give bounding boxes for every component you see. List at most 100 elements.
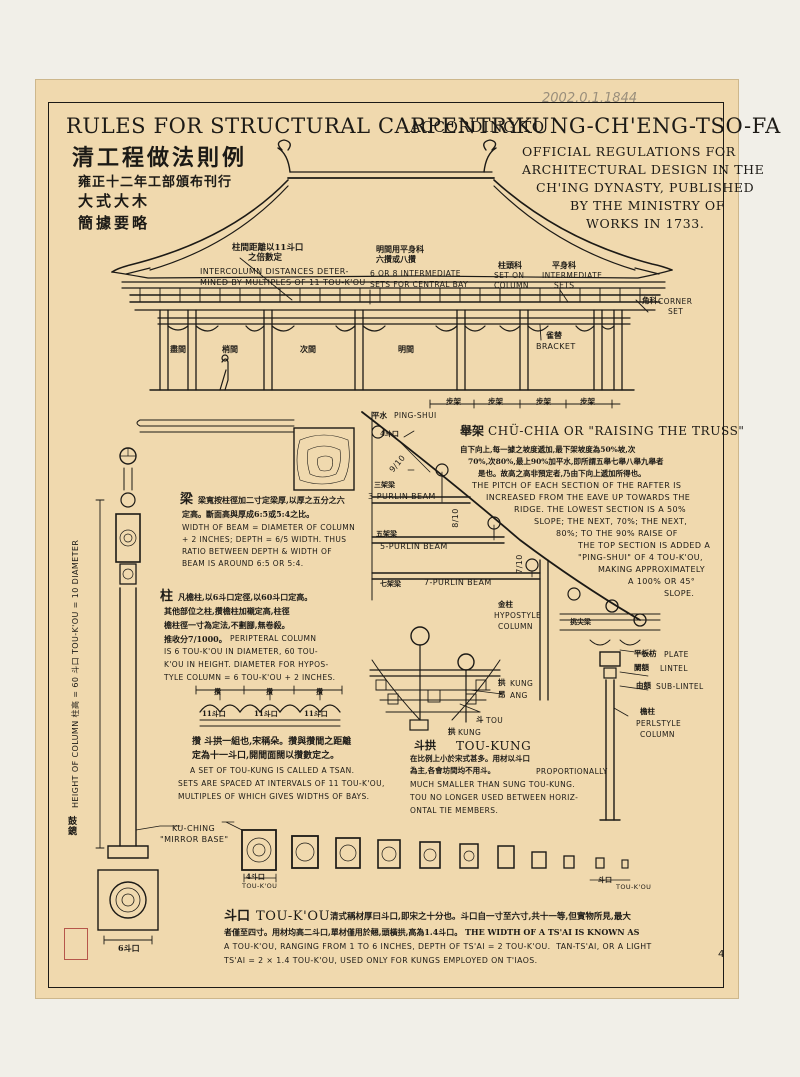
scale-tk-label-small: TOU-K'OU	[616, 883, 652, 891]
tou-kung-en-line: PROPORTIONALLY	[536, 767, 608, 776]
pitch-80: 8/10	[450, 508, 460, 528]
kung-en: KUNG	[510, 679, 534, 688]
bay-label-secondary: 次間	[300, 344, 316, 354]
tou-kou-scale[interactable]	[221, 821, 631, 883]
column-cn-line: 凡檐柱,以6斗口定徑,以60斗口定高。	[178, 592, 313, 602]
plate-cn: 平板枋	[634, 649, 657, 658]
tsan-marker: 攢	[214, 687, 221, 696]
eave-structure	[539, 559, 661, 821]
purlin-7-cn: 七架梁	[380, 579, 401, 588]
chu-chia-en-line: THE TOP SECTION IS ADDED A	[578, 541, 711, 550]
chu-chia-cn-line: 自下向上,每一據之坡度遞加,最下架坡度為50%坡,次	[460, 445, 636, 454]
official-line: CH'ING DYNASTY, PUBLISHED	[536, 180, 755, 195]
step-label: 步架	[446, 397, 461, 406]
inter-sets-en-1: INTERMEDIATE	[542, 271, 603, 280]
tou-kou-heading-cn: 斗口	[224, 909, 251, 924]
scale-tk-label: TOU-K'OU	[242, 882, 278, 890]
tsan-spacing	[195, 685, 343, 727]
tsan-spacing: 11斗口	[202, 709, 226, 718]
bay-label-side: 梢間	[222, 344, 238, 354]
step-label: 步架	[488, 397, 503, 406]
tou-kung-cn-2: 為主,各會坊間均不用斗。	[410, 766, 496, 775]
step-label: 步架	[536, 397, 551, 406]
central-en-1: 6 OR 8 INTERMEDIATE	[370, 269, 461, 278]
chinese-subtitle-1: 雍正十二年工部頒布刊行	[78, 175, 233, 190]
tsan-cn-2: 定為十一斗口,開間面闊以攢數定之。	[192, 751, 340, 761]
tsan-en-line: SETS ARE SPACED AT INTERVALS OF 11 TOU-K…	[178, 779, 385, 788]
tou-en: TOU	[486, 716, 504, 725]
tsan-en-line: A SET OF TOU-KUNG IS CALLED A TSAN.	[190, 766, 355, 775]
tou-kung-en-line: MUCH SMALLER THAN SUNG TOU-KUNG.	[410, 780, 576, 789]
tsan-marker: 攢	[316, 687, 323, 696]
ang-en: ANG	[510, 691, 528, 700]
drawing-sheet	[36, 80, 738, 998]
corner-en-1: CORNER	[658, 297, 693, 306]
corner-en-2: SET	[668, 307, 684, 316]
intercolumn-en-2: MINED BY MULTIPLES OF 11 TOU-K'OU	[200, 278, 366, 287]
inter-sets-cn: 平身科	[552, 260, 576, 270]
column-cn-line: 檐柱徑一寸為定法,不劃腳,無卷殺。	[164, 620, 290, 630]
beam-cn-1: 梁寬按柱徑加二寸定梁厚,以厚之五分之六	[198, 495, 345, 505]
column-set-cn: 柱頭科	[498, 260, 522, 270]
column-en-line: PERIPTERAL COLUMN	[230, 634, 317, 643]
official-line: OFFICIAL REGULATIONS FOR	[522, 144, 736, 159]
tsan-spacing: 11斗口	[304, 709, 328, 718]
beam-column-detail	[95, 419, 355, 945]
kung-2-en: KUNG	[458, 728, 482, 737]
chinese-subtitle-3: 簡據要略	[78, 214, 151, 232]
tsan-marker: 攢	[266, 687, 273, 696]
hypostyle-en-1: HYPOSTYLE	[494, 611, 542, 620]
beam-en-line: WIDTH OF BEAM = DIAMETER OF COLUMN	[182, 523, 356, 532]
corner-cn: 角科	[642, 296, 657, 305]
sublintel-cn: 由額	[636, 681, 651, 690]
column-set-en-2: COLUMN	[494, 281, 529, 290]
ku-ching-1: KU-CHING	[172, 824, 216, 833]
beam-en-line: + 2 INCHES; DEPTH = 6/5 WIDTH. THUS	[182, 535, 347, 544]
plate-en: PLATE	[664, 650, 689, 659]
chu-chia-en-line: INCREASED FROM THE EAVE UP TOWARDS THE	[486, 493, 691, 502]
bracket-en: BRACKET	[536, 342, 576, 351]
drawing-border	[48, 102, 724, 988]
tou-kung-heading-en: TOU-KUNG	[456, 739, 532, 753]
tsan-cn-1: 攢 斗拱一組也,宋稱朵。攢與攢間之距離	[192, 737, 352, 747]
chu-chia-en-line: 80%; TO THE 90% RAISE OF	[556, 529, 678, 538]
chu-chia-heading-en: CHÜ-CHIA OR "RAISING THE TRUSS"	[488, 424, 745, 438]
title-source: KUNG-CH'ENG-TSO-FA	[516, 114, 781, 138]
chu-chia-heading-cn: 舉架	[460, 424, 485, 438]
title-connector: ACCORDING TO	[410, 118, 545, 136]
column-cn-line: 推收分7/1000。	[164, 634, 227, 644]
perlstyle-cn: 檐柱	[640, 707, 655, 716]
official-line: ARCHITECTURAL DESIGN IN THE	[522, 162, 765, 177]
kung-2-cn: 拱	[448, 727, 456, 736]
tou-cn: 斗	[476, 715, 484, 724]
catalog-stamp: 2002.0.1.1844	[542, 91, 638, 106]
sublintel-en: SUB-LINTEL	[656, 682, 704, 691]
official-line: BY THE MINISTRY OF	[570, 198, 726, 213]
beam-cn-2: 定高。斷面高與厚成6:5或5:4之比。	[182, 509, 315, 519]
column-height-label: HEIGHT OF COLUMN 柱高 = 60 斗口 TOU-K'OU = 1…	[71, 539, 80, 808]
bracket-cn: 雀替	[546, 330, 562, 340]
drum-cn: 鼓鏡	[68, 817, 78, 837]
chu-chia-en-line: SLOPE.	[664, 589, 695, 598]
title-main: RULES FOR STRUCTURAL CARPENTRY	[66, 114, 522, 138]
chu-chia-cn-line: 是也。故高之高非預定者,乃由下向上遞加所得也。	[478, 469, 646, 478]
tou-kou-line: 者僅至四寸。用材均高二斗口,單材僅用於翹,頭橫拱,高為1.4斗口。 THE WI…	[224, 927, 640, 937]
inter-sets-en-2: SETS	[554, 281, 575, 290]
chu-chia-cn-line: 70%,次80%,最上90%加平水,即所謂五舉七舉八舉九舉者	[468, 457, 664, 466]
chinese-subtitle-2: 大式大木	[78, 192, 151, 210]
chu-chia-en-line: A 100% OR 45°	[628, 577, 696, 586]
official-line: WORKS IN 1733.	[586, 216, 705, 231]
ping-shui-en: PING-SHUI	[394, 411, 437, 420]
tou-kung-model	[369, 626, 503, 731]
bay-label-end: 盡間	[170, 344, 186, 354]
central-en-2: SETS FOR CENTRAL BAY	[370, 280, 469, 289]
purlin-3-en: 3-PURLIN BEAM	[368, 492, 436, 501]
column-en-line: IS 6 TOU-K'OU IN DIAMETER, 60 TOU-	[164, 647, 318, 656]
base-width: 6斗口	[118, 943, 140, 953]
ku-ching-2: "MIRROR BASE"	[160, 835, 229, 844]
four-tou-kou: 4斗口	[380, 429, 399, 438]
ang-cn: 昂	[498, 690, 506, 699]
column-en-line: TYLE COLUMN = 6 TOU-K'OU + 2 INCHES.	[164, 673, 336, 682]
page-number: 4	[718, 949, 725, 960]
